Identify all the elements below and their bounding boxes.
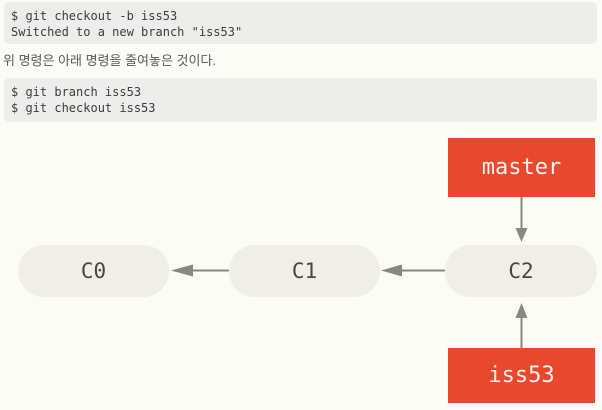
- commit-node-c2: C2: [445, 245, 597, 297]
- code-line: $ git branch iss53: [11, 85, 142, 99]
- code-block-checkout-b: $ git checkout -b iss53 Switched to a ne…: [4, 2, 597, 44]
- arrow-head: [381, 264, 402, 277]
- arrow-master-to-c2: [515, 197, 528, 242]
- arrow-head: [515, 228, 528, 242]
- code-line: $ git checkout -b iss53: [11, 9, 178, 23]
- branch-label-iss53: iss53: [448, 348, 595, 403]
- branch-label-master: master: [448, 138, 595, 197]
- commit-node-c0: C0: [18, 245, 169, 297]
- arrow-c1-to-c0: [171, 264, 229, 277]
- code-line: Switched to a new branch "iss53": [11, 25, 243, 39]
- code-block-branch-checkout: $ git branch iss53 $ git checkout iss53: [4, 78, 597, 122]
- arrow-c2-to-c1: [381, 264, 445, 277]
- arrow-iss53-to-c2: [515, 303, 528, 348]
- arrow-head: [515, 303, 528, 318]
- commit-node-c1: C1: [229, 245, 380, 297]
- arrow-head: [171, 264, 193, 277]
- code-line: $ git checkout iss53: [11, 101, 156, 115]
- paragraph-text: 위 명령은 아래 명령을 줄여놓은 것이다.: [3, 53, 217, 68]
